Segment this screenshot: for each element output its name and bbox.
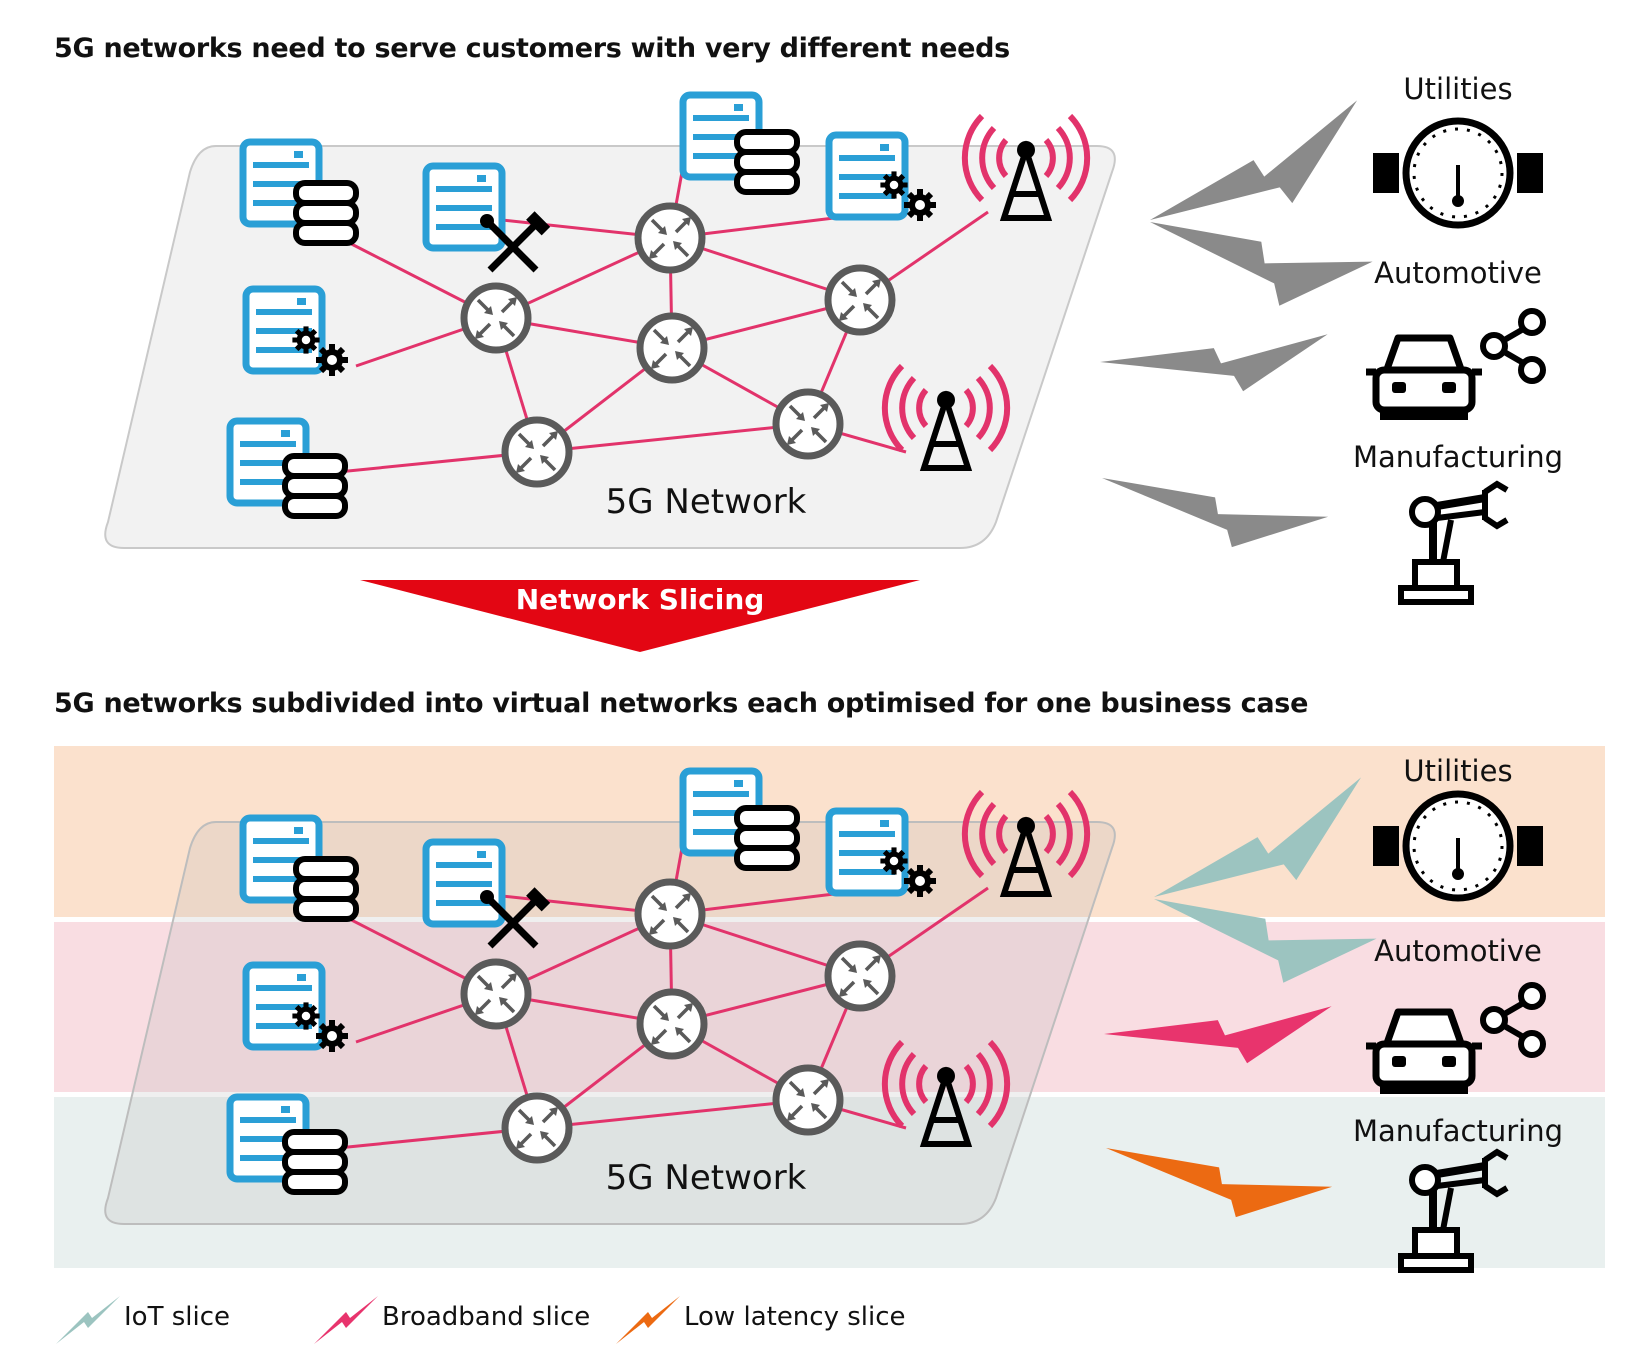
legend-iot: IoT slice [54, 1296, 254, 1344]
database-icon [296, 183, 356, 243]
network-label-top: 5G Network [605, 482, 807, 522]
router-icon [464, 962, 528, 1026]
legend-low-latency: Low latency slice [614, 1296, 934, 1344]
database-icon [737, 132, 797, 192]
router-icon [828, 944, 892, 1008]
router-icon [505, 420, 569, 484]
bottom-network-panel [104, 771, 1116, 1225]
share-icon [1483, 985, 1543, 1055]
robot-arm-icon [1401, 1152, 1507, 1270]
database-icon [296, 859, 356, 919]
router-icon [638, 206, 702, 270]
gauge-icon [1373, 794, 1543, 898]
car-icon [1366, 1012, 1482, 1094]
low-latency-slice-bolt [1098, 1113, 1333, 1244]
bottom-heading: 5G networks subdivided into virtual netw… [54, 688, 1309, 719]
iot-slice-icon [56, 1296, 120, 1344]
utilities-label-bottom: Utilities [1403, 754, 1513, 788]
network-slicing-arrow [360, 580, 920, 652]
router-icon [776, 392, 840, 456]
router-icon [505, 1096, 569, 1160]
router-icon [638, 882, 702, 946]
broadband-slice-bolt [1103, 998, 1332, 1067]
network-slicing-label: Network Slicing [515, 583, 765, 616]
automotive-label-top: Automotive [1374, 256, 1542, 290]
server-icon [246, 289, 322, 371]
top-heading: 5G networks need to serve customers with… [54, 33, 1010, 64]
router-icon [640, 992, 704, 1056]
server-icon [246, 965, 322, 1047]
legend-iot-label: IoT slice [124, 1302, 231, 1332]
network-label-bottom: 5G Network [605, 1158, 807, 1198]
server-icon [426, 166, 502, 248]
iot-slice-bolt-automotive [1147, 854, 1377, 1014]
top-network-panel [104, 95, 1116, 549]
legend-low-latency-label: Low latency slice [684, 1302, 906, 1332]
robot-arm-icon [1401, 484, 1507, 602]
router-icon [640, 316, 704, 380]
router-icon [828, 268, 892, 332]
bolt-automotive-top [1143, 177, 1373, 337]
utilities-label-top: Utilities [1403, 72, 1513, 106]
broadband-slice-icon [314, 1296, 378, 1344]
gauge-icon [1373, 121, 1543, 225]
database-icon [285, 1132, 345, 1192]
legend-broadband-label: Broadband slice [382, 1302, 591, 1332]
manufacturing-label-top: Manufacturing [1353, 440, 1563, 474]
car-icon [1366, 338, 1482, 420]
slice-bolts-bottom [1098, 777, 1377, 1244]
bolt-connected-car-top [1099, 326, 1328, 395]
legend-broadband: Broadband slice [312, 1296, 592, 1344]
database-icon [737, 808, 797, 868]
bolt-manufacturing-top [1094, 443, 1329, 574]
low-latency-slice-icon [616, 1296, 680, 1344]
manufacturing-label-bottom: Manufacturing [1353, 1114, 1563, 1148]
automotive-label-bottom: Automotive [1374, 934, 1542, 968]
router-icon [776, 1068, 840, 1132]
server-icon [426, 842, 502, 924]
demand-bolts-top [1094, 100, 1373, 574]
share-icon [1483, 311, 1543, 381]
router-icon [464, 286, 528, 350]
database-icon [285, 456, 345, 516]
